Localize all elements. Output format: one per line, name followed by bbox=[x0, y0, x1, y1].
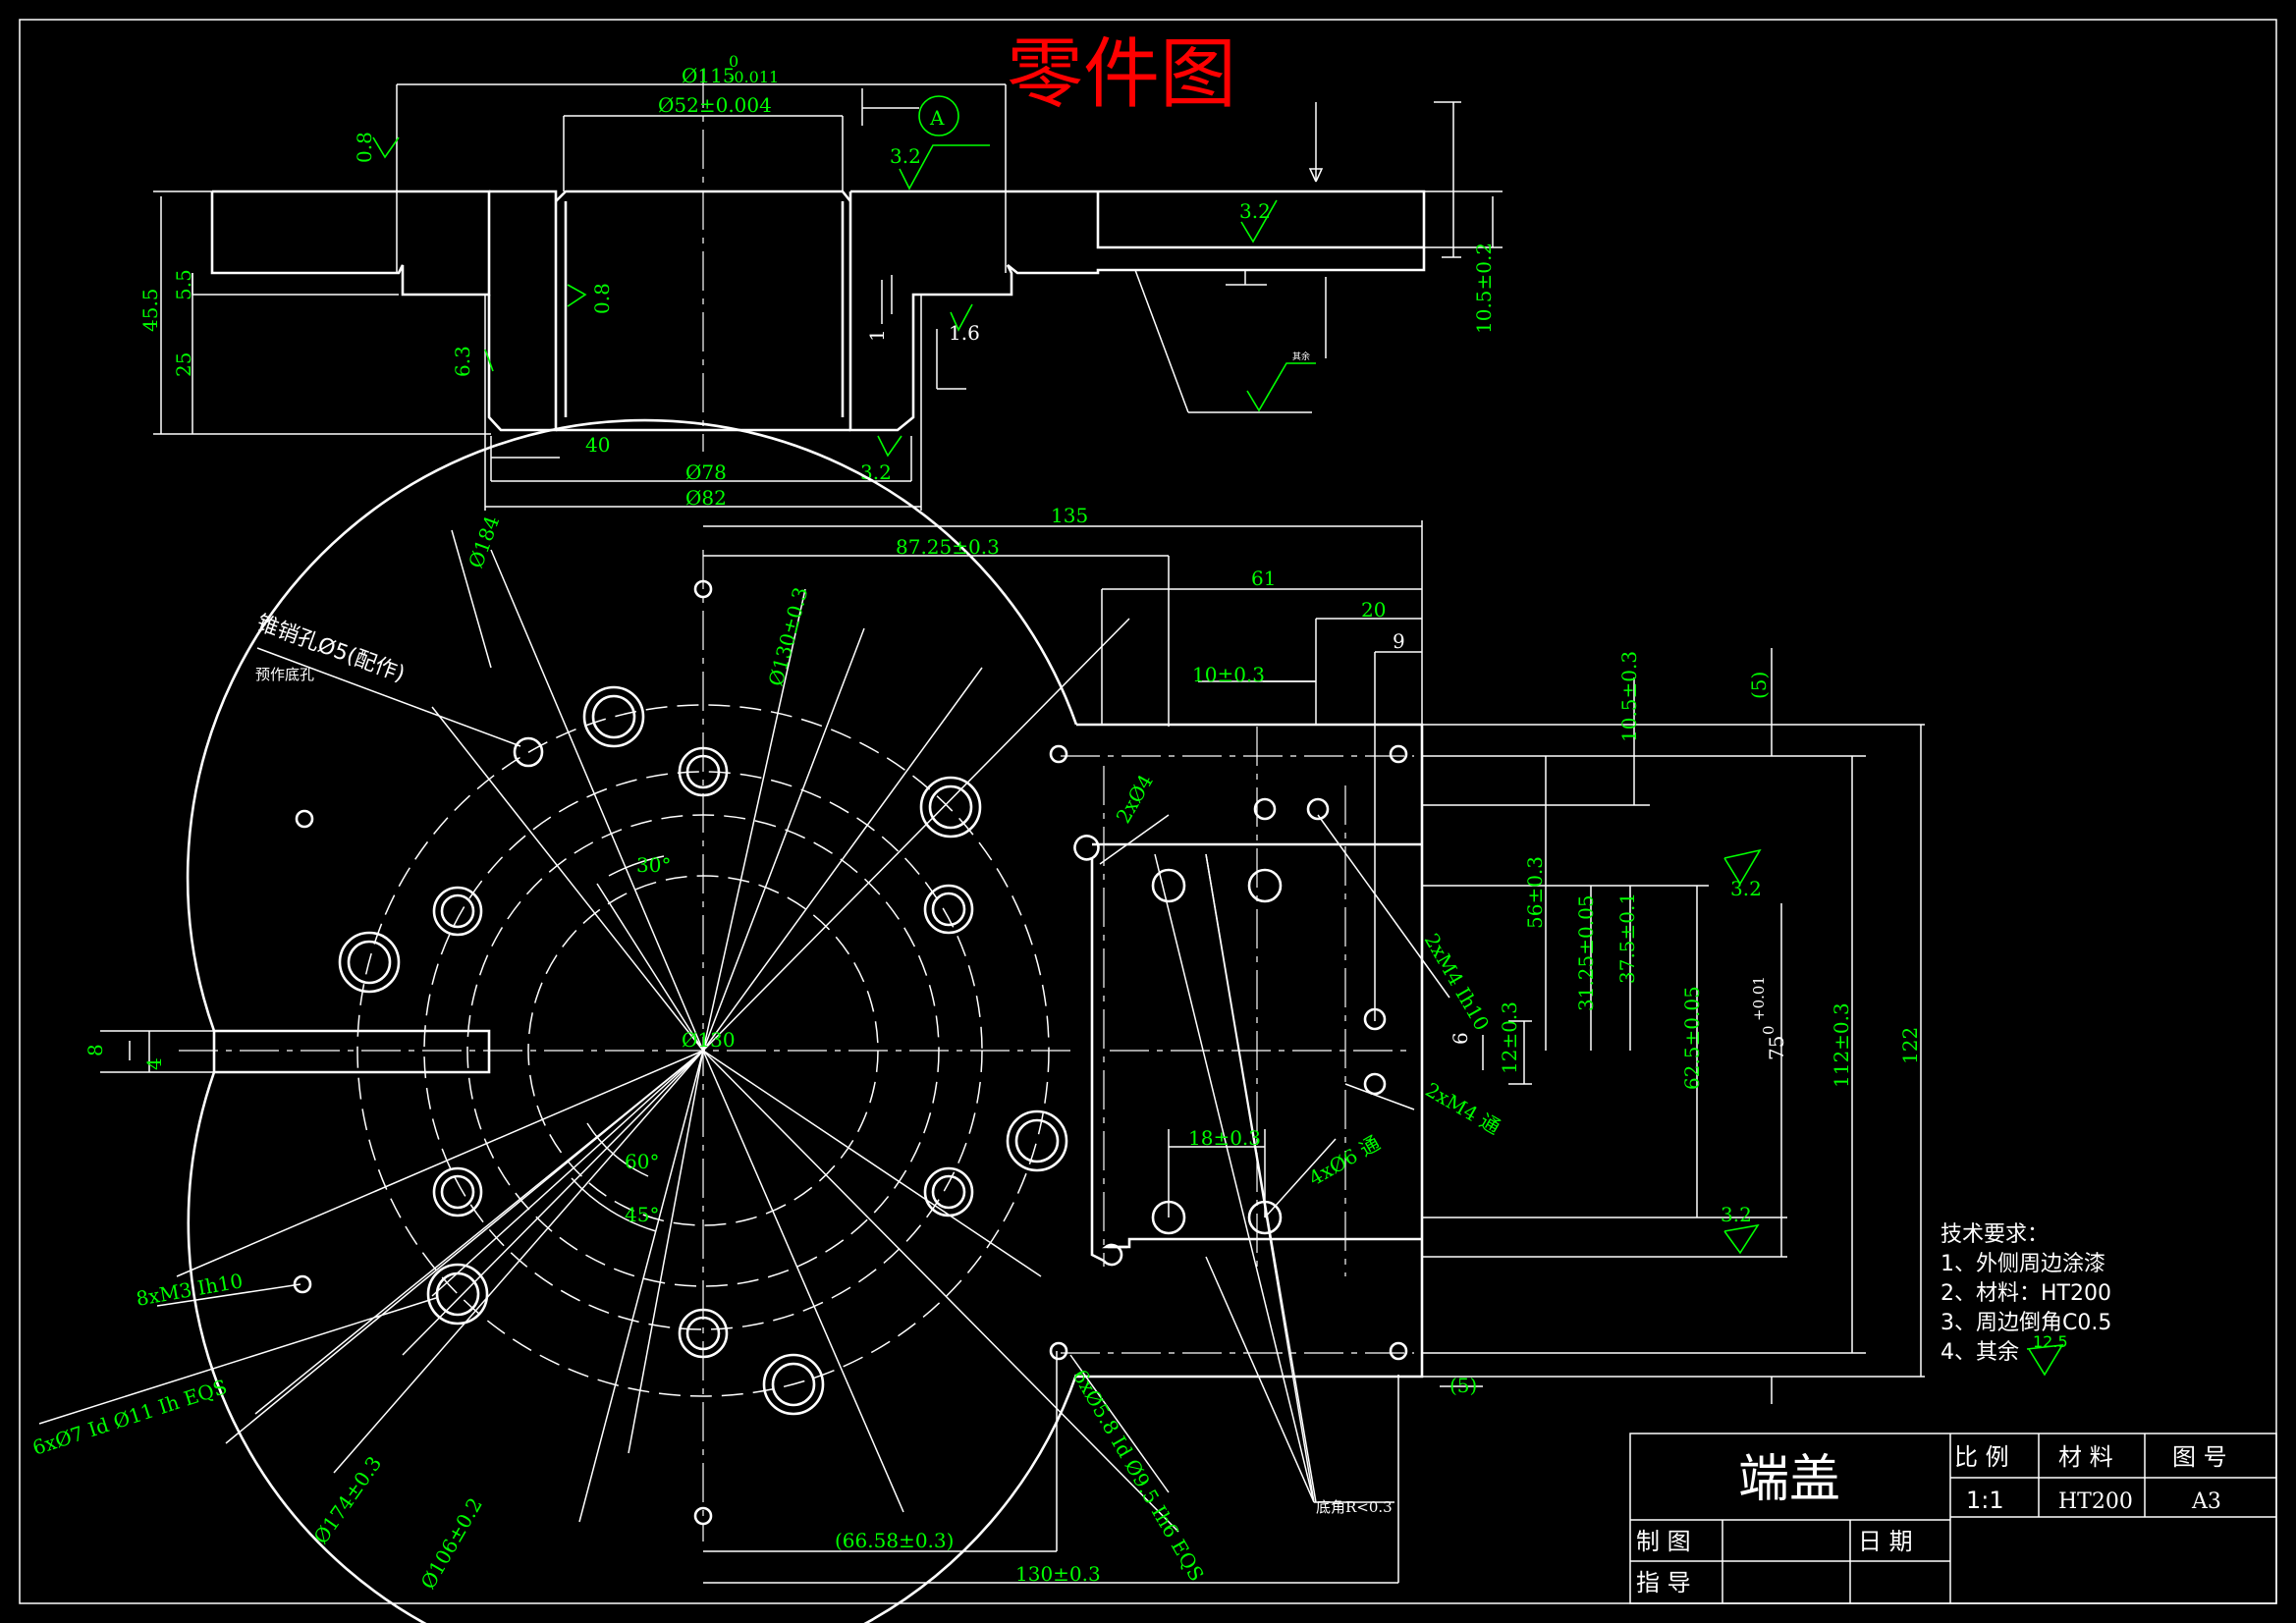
svg-text:87.25±0.3: 87.25±0.3 bbox=[896, 535, 1000, 559]
svg-text:2xM4 通: 2xM4 通 bbox=[1422, 1078, 1504, 1140]
title-block: 端盖 比 例 材 料 图 号 1:1 HT200 A3 制 图 日 期 指 导 bbox=[1629, 1433, 2277, 1604]
svg-text:0.8: 0.8 bbox=[590, 283, 614, 314]
svg-text:0.8: 0.8 bbox=[353, 132, 376, 163]
datum-label: A bbox=[929, 106, 945, 130]
svg-text:40: 40 bbox=[585, 433, 610, 457]
svg-text:材 料: 材 料 bbox=[2058, 1443, 2113, 1471]
svg-text:1:1: 1:1 bbox=[1966, 1487, 2004, 1514]
section-view: A Ø115 0 -0.011 Ø52±0.004 0.8 3.2 bbox=[138, 52, 1503, 511]
svg-text:61: 61 bbox=[1251, 567, 1276, 590]
svg-text:45.5: 45.5 bbox=[138, 288, 162, 332]
svg-text:预作底孔: 预作底孔 bbox=[255, 666, 314, 683]
svg-text:6.3: 6.3 bbox=[451, 346, 474, 377]
svg-text:指 导: 指 导 bbox=[1636, 1569, 1691, 1596]
svg-text:-0.011: -0.011 bbox=[729, 68, 779, 86]
svg-text:其余: 其余 bbox=[1292, 351, 1310, 362]
dim-d115: Ø115 bbox=[682, 64, 736, 87]
svg-text:3.2: 3.2 bbox=[860, 460, 892, 484]
svg-text:制 图: 制 图 bbox=[1636, 1528, 1691, 1555]
part-name: 端盖 bbox=[1738, 1450, 1840, 1509]
svg-text:0: 0 bbox=[1760, 1025, 1777, 1035]
svg-text:A3: A3 bbox=[2191, 1489, 2221, 1514]
svg-text:底角R<0.3: 底角R<0.3 bbox=[1316, 1498, 1393, 1516]
tech-requirements: 技术要求： 1、外侧周边涂漆 2、材料：HT200 3、周边倒角C0.5 4、其… bbox=[1941, 1222, 2111, 1377]
svg-text:(5): (5) bbox=[1747, 672, 1771, 699]
dim-d52: Ø52±0.004 bbox=[658, 93, 772, 117]
svg-text:5.5: 5.5 bbox=[172, 269, 195, 300]
svg-text:4、其余: 4、其余 bbox=[1941, 1340, 2019, 1365]
svg-text:0: 0 bbox=[729, 52, 738, 71]
svg-text:HT200: HT200 bbox=[2058, 1489, 2133, 1514]
svg-text:4: 4 bbox=[142, 1057, 166, 1070]
svg-text:112±0.3: 112±0.3 bbox=[1830, 1002, 1853, 1088]
svg-text:37.5±0.1: 37.5±0.1 bbox=[1615, 893, 1639, 984]
svg-text:122: 122 bbox=[1898, 1027, 1922, 1064]
svg-text:图 号: 图 号 bbox=[2172, 1443, 2227, 1471]
svg-text:135: 135 bbox=[1051, 504, 1088, 527]
svg-text:12.5: 12.5 bbox=[2033, 1332, 2068, 1351]
svg-text:130±0.3: 130±0.3 bbox=[1015, 1562, 1101, 1586]
drawing-title: 零件图 bbox=[1007, 30, 1236, 119]
svg-text:+0.01: +0.01 bbox=[1750, 976, 1768, 1021]
svg-text:6xØ5.8 Id Ø9.5 Ih6 EQS: 6xØ5.8 Id Ø9.5 Ih6 EQS bbox=[1068, 1366, 1209, 1586]
svg-text:10±0.3: 10±0.3 bbox=[1192, 663, 1265, 686]
svg-text:10.5±0.3: 10.5±0.3 bbox=[1617, 651, 1641, 742]
svg-text:比 例: 比 例 bbox=[1954, 1443, 2009, 1471]
svg-text:1.6: 1.6 bbox=[949, 321, 980, 345]
svg-text:6: 6 bbox=[1449, 1032, 1472, 1045]
svg-text:1、外侧周边涂漆: 1、外侧周边涂漆 bbox=[1941, 1252, 2105, 1276]
svg-text:45°: 45° bbox=[625, 1203, 659, 1226]
outer-frame bbox=[19, 19, 2277, 1604]
svg-text:(5): (5) bbox=[1449, 1374, 1477, 1397]
svg-text:(66.58±0.3): (66.58±0.3) bbox=[835, 1529, 954, 1552]
svg-text:3.2: 3.2 bbox=[1730, 877, 1762, 900]
svg-text:62.5±0.05: 62.5±0.05 bbox=[1680, 986, 1704, 1090]
svg-text:18±0.3: 18±0.3 bbox=[1188, 1126, 1261, 1150]
plan-view: Ø184 Ø130±0.3 Ø130 135 87.25±0.3 61 20 9… bbox=[29, 418, 1925, 1623]
svg-text:技术要求：: 技术要求： bbox=[1941, 1222, 2049, 1247]
svg-text:Ø174±0.3: Ø174±0.3 bbox=[308, 1452, 386, 1548]
svg-text:9: 9 bbox=[1393, 629, 1405, 653]
svg-text:12±0.3: 12±0.3 bbox=[1498, 1001, 1521, 1074]
svg-text:3.2: 3.2 bbox=[890, 144, 921, 168]
svg-text:25: 25 bbox=[172, 352, 195, 377]
svg-text:20: 20 bbox=[1361, 598, 1386, 622]
svg-text:75: 75 bbox=[1765, 1036, 1788, 1060]
svg-text:2xØ4: 2xØ4 bbox=[1112, 770, 1158, 827]
svg-text:Ø130: Ø130 bbox=[682, 1028, 736, 1052]
svg-text:2xM4 Ih10: 2xM4 Ih10 bbox=[1420, 930, 1495, 1035]
svg-text:31.25±0.05: 31.25±0.05 bbox=[1574, 894, 1598, 1011]
svg-text:Ø82: Ø82 bbox=[685, 486, 727, 510]
svg-text:Ø130±0.3: Ø130±0.3 bbox=[764, 584, 813, 688]
svg-text:Ø184: Ø184 bbox=[464, 513, 504, 570]
svg-text:2、材料：HT200: 2、材料：HT200 bbox=[1941, 1281, 2111, 1306]
svg-text:日 期: 日 期 bbox=[1858, 1528, 1913, 1555]
svg-text:3、周边倒角C0.5: 3、周边倒角C0.5 bbox=[1941, 1311, 2111, 1335]
svg-text:60°: 60° bbox=[625, 1150, 659, 1173]
svg-text:8xM3 Ih10: 8xM3 Ih10 bbox=[135, 1269, 245, 1311]
svg-text:30°: 30° bbox=[636, 853, 671, 877]
svg-text:Ø106±0.2: Ø106±0.2 bbox=[416, 1493, 487, 1593]
svg-text:3.2: 3.2 bbox=[1239, 199, 1271, 223]
svg-text:10.5±0.2: 10.5±0.2 bbox=[1472, 243, 1496, 334]
svg-text:1: 1 bbox=[865, 329, 889, 342]
svg-text:3.2: 3.2 bbox=[1721, 1203, 1752, 1226]
svg-text:56±0.3: 56±0.3 bbox=[1523, 856, 1547, 929]
svg-text:Ø78: Ø78 bbox=[685, 460, 727, 484]
svg-text:8: 8 bbox=[83, 1044, 107, 1056]
